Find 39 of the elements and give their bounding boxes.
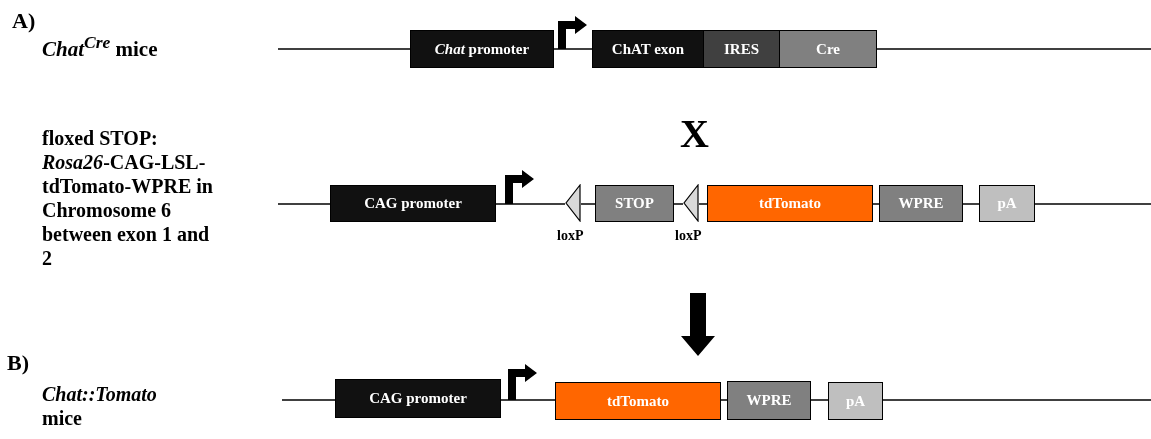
- dna-line-with-promoter-arrow: [500, 364, 556, 401]
- dna-line: [872, 203, 880, 205]
- strain-label: Chat$^{Cre}$ mice: [42, 32, 158, 63]
- stop-box: STOP: [595, 185, 674, 222]
- cross-symbol: X: [680, 110, 709, 158]
- dna-line: [698, 203, 708, 205]
- dna-line-with-promoter-arrow: [553, 16, 593, 50]
- strain-label: Chat::Tomato mice: [42, 382, 158, 430]
- promoter-box: CAG promoter: [330, 185, 496, 222]
- loxp-triangle: [683, 184, 699, 222]
- dna-line: [882, 399, 1151, 401]
- promoter-box: CAG promoter: [335, 379, 501, 418]
- dna-line: [281, 399, 336, 401]
- promoter-box: Chat promoter: [410, 30, 554, 68]
- polya-box: pA: [828, 382, 883, 420]
- site-label: loxP: [675, 228, 702, 244]
- section-label: A): [12, 8, 36, 35]
- ires-box: IRES: [703, 30, 780, 68]
- gene-box: Cre: [779, 30, 877, 68]
- dna-line: [876, 48, 1151, 50]
- loxp-triangle: [565, 184, 581, 222]
- wpre-box: WPRE: [727, 381, 811, 420]
- reporter-box: tdTomato: [707, 185, 873, 222]
- site-label: loxP: [557, 228, 584, 244]
- wpre-box: WPRE: [879, 185, 963, 222]
- construct-description: floxed STOP: Rosa26-CAG-LSL-tdTomato-WPRE in Chromosome 6 between exon 1 and 2: [42, 126, 214, 270]
- section-label: B): [7, 350, 29, 377]
- dna-line: [962, 203, 980, 205]
- exon-box: ChAT exon: [592, 30, 704, 68]
- dna-line: [720, 399, 728, 401]
- dna-line: [1034, 203, 1151, 205]
- dna-line-with-promoter-arrow: [495, 170, 566, 205]
- dna-line: [580, 203, 596, 205]
- dna-line: [810, 399, 829, 401]
- dna-line: [673, 203, 684, 205]
- reporter-box: tdTomato: [555, 382, 721, 420]
- dna-line: [277, 203, 331, 205]
- polya-box: pA: [979, 185, 1035, 222]
- dna-line: [277, 48, 411, 50]
